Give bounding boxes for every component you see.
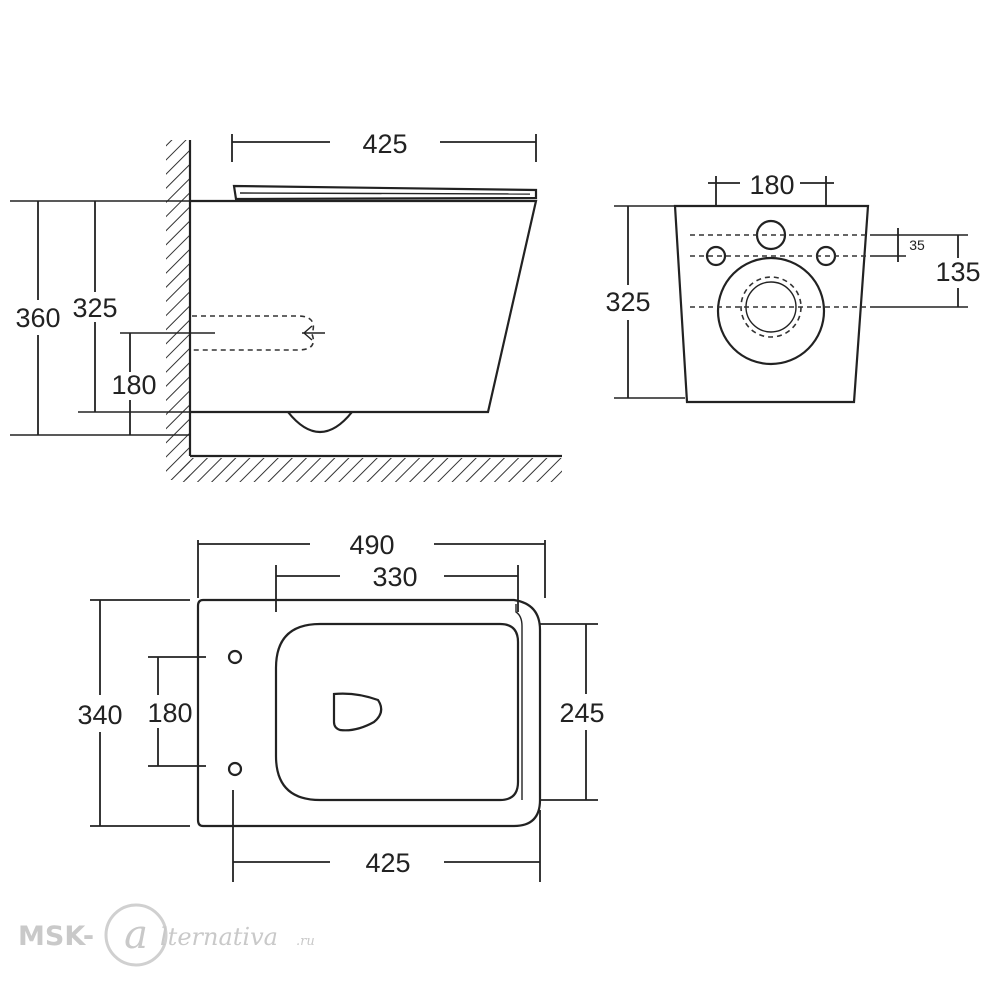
bowl-body (190, 199, 538, 414)
dim-bolt-spacing: 180 (147, 698, 192, 728)
watermark-letter: a (124, 912, 148, 958)
top-view: 490 330 340 180 245 425 (77, 530, 605, 882)
top-bolt-lower (227, 761, 243, 777)
dim-width-top: 425 (362, 129, 407, 159)
rear-bolt-left (705, 245, 727, 267)
watermark-suffix: lternativa (160, 923, 278, 951)
dim-body-height: 325 (72, 293, 117, 323)
dim-rear-inlet-offset: 35 (909, 237, 925, 253)
floor-hatch (180, 458, 562, 482)
outlet-pipe (192, 315, 315, 351)
dim-rear-bolt-spacing: 180 (749, 170, 794, 200)
dim-width: 340 (77, 700, 122, 730)
dim-seat-length: 330 (372, 562, 417, 592)
dim-total-height: 360 (15, 303, 60, 333)
wall-hatch (166, 140, 190, 480)
watermark-circle (104, 903, 168, 967)
dim-rear-outlet-offset: 135 (935, 257, 980, 287)
outlet-bump (287, 411, 353, 434)
dim-bowl-length: 425 (365, 848, 410, 878)
dim-total-length: 490 (349, 530, 394, 560)
dim-seat-width: 245 (559, 698, 604, 728)
rear-outlet-outer (716, 256, 826, 366)
top-bowl-outline (196, 598, 542, 828)
dim-outlet-height: 180 (111, 370, 156, 400)
top-seat-outline (274, 622, 520, 802)
top-bolt-upper (227, 649, 243, 665)
dim-rear-height: 325 (605, 287, 650, 317)
watermark-domain: .ru (296, 934, 315, 949)
watermark-prefix: MSK- (18, 921, 94, 952)
rear-view: 180 325 35 135 (605, 170, 981, 404)
rear-body (673, 204, 870, 404)
side-view: 425 360 325 180 (10, 129, 562, 482)
top-flush-opening (332, 692, 383, 732)
watermark: MSK- a lternativa .ru (18, 903, 315, 967)
seat-lid (232, 184, 538, 201)
